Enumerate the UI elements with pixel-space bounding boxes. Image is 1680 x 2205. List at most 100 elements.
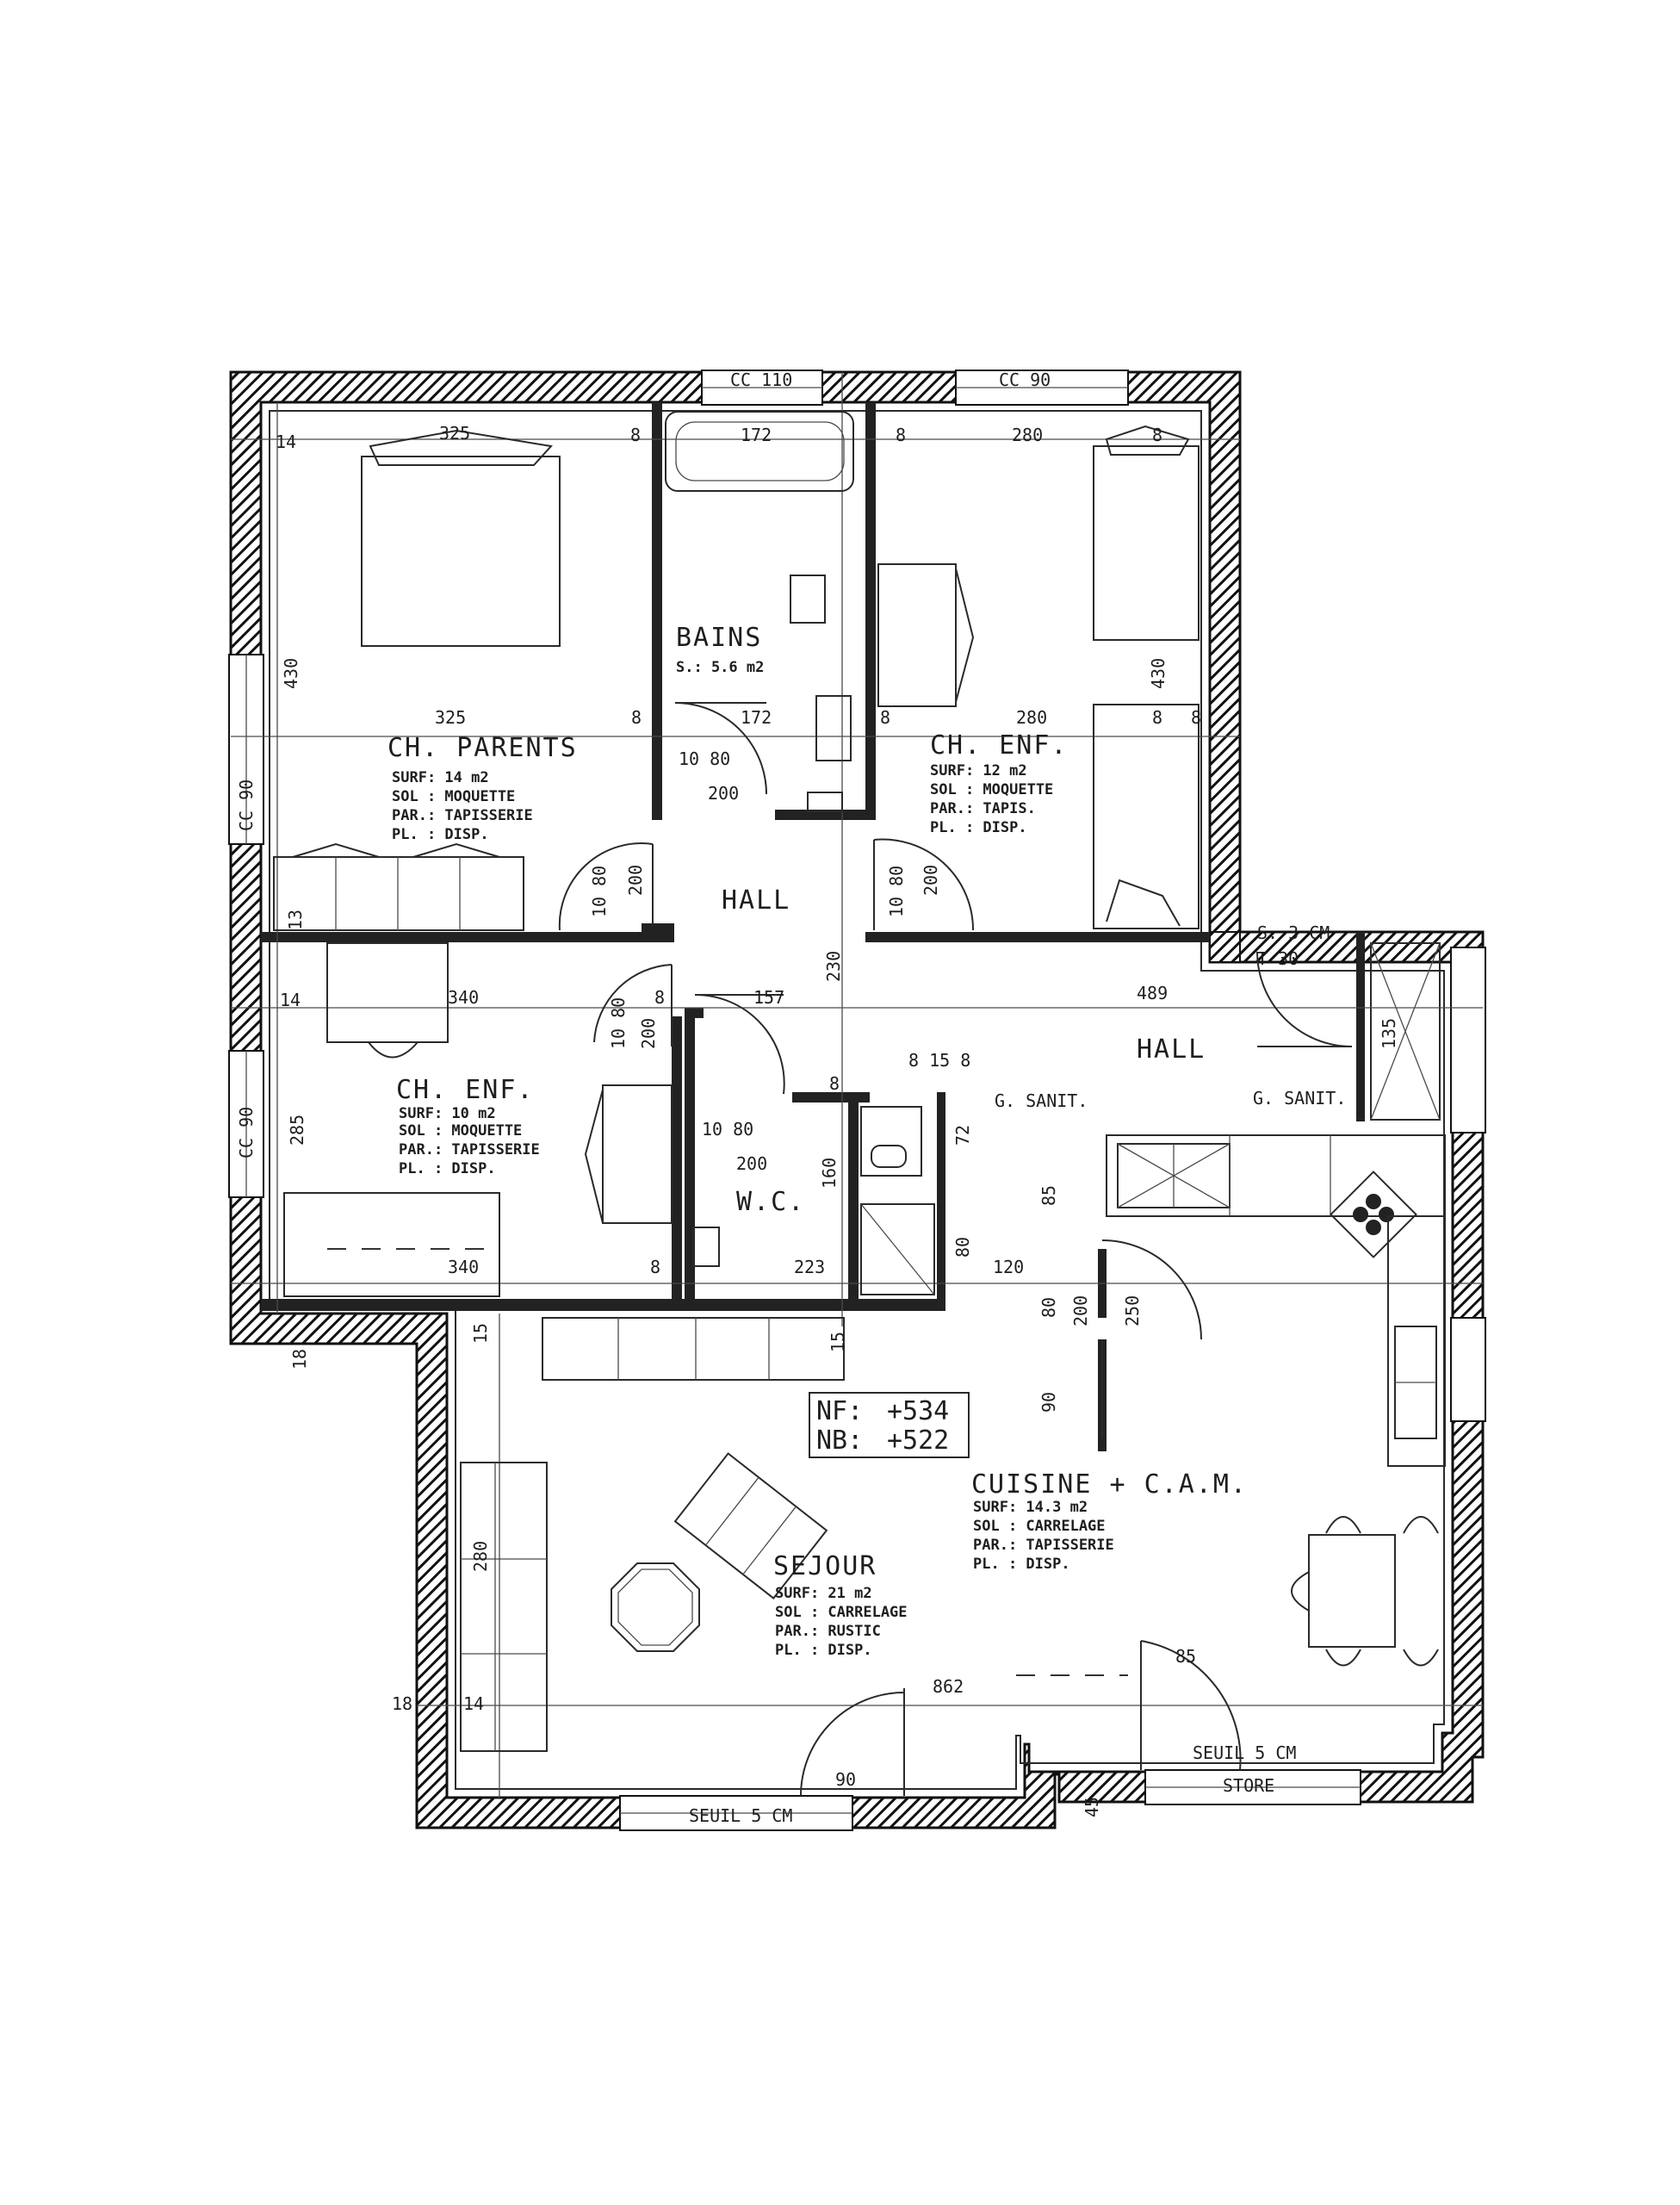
dim: 230 <box>823 951 844 982</box>
misc-labels: CC 110 CC 90 CC 90 CC 90 G. SANIT. G. SA… <box>236 370 1346 1826</box>
kitchen-hob <box>1330 1171 1417 1258</box>
dim: 10 80 <box>886 866 907 917</box>
room-name-sejour: SEJOUR <box>773 1551 877 1581</box>
room-sol-ch-enf-1: SOL : MOQUETTE <box>930 781 1053 798</box>
door-ch-enf-1 <box>873 838 975 931</box>
label-cc90-top: CC 90 <box>999 370 1051 390</box>
dim: 120 <box>993 1257 1024 1277</box>
dim: 72 <box>952 1125 973 1146</box>
armchair <box>673 1452 828 1599</box>
hall-closet <box>1370 942 1441 1121</box>
wall-ch-enf-2-right <box>672 1016 682 1309</box>
windows <box>228 370 1486 1831</box>
dim: 8 <box>1152 425 1162 445</box>
level-nf-value: +534 <box>887 1396 949 1426</box>
wall-shower-right <box>937 1092 945 1299</box>
level-nb-value: +522 <box>887 1425 949 1456</box>
dim: 8 <box>631 707 642 728</box>
label-t30: T 30 <box>1257 948 1299 969</box>
dim: 8 <box>896 425 906 445</box>
dim: 280 <box>470 1541 491 1572</box>
window-right-hall <box>1450 947 1486 1134</box>
door-kitchen-exterior <box>1140 1640 1242 1771</box>
dim: 45 <box>1082 1797 1102 1817</box>
room-par-ch-parents: PAR.: TAPISSERIE <box>392 807 533 824</box>
dim: 8 <box>1152 707 1162 728</box>
door-wc <box>694 993 785 1095</box>
room-pl-ch-enf-2: PL. : DISP. <box>399 1160 496 1177</box>
wall-bath-bottom <box>775 810 876 820</box>
wall-wc-top <box>685 1008 704 1018</box>
label-cc90-left-2: CC 90 <box>236 1107 257 1158</box>
kitchen-counter-top <box>1106 1134 1446 1217</box>
dim: 8 <box>880 707 890 728</box>
window-right-kitchen <box>1450 1317 1486 1422</box>
shower <box>860 1203 935 1295</box>
room-name-wc: W.C. <box>736 1187 805 1217</box>
dim: 430 <box>281 658 301 689</box>
bath-wc <box>807 792 843 812</box>
dim: 8 <box>1191 707 1201 728</box>
wardrobe-parents <box>273 856 524 931</box>
dim: 10 80 <box>608 997 629 1049</box>
room-sol-ch-enf-2: SOL : MOQUETTE <box>399 1122 522 1140</box>
dim: 200 <box>921 865 941 896</box>
dim: 14 <box>276 432 296 452</box>
room-name-ch-parents: CH. PARENTS <box>387 733 578 763</box>
dim: 8 <box>630 425 641 445</box>
dim: 280 <box>1016 707 1047 728</box>
label-seuil-3: S. 3 CM <box>1257 922 1330 943</box>
desk-ch-enf-1 <box>1093 704 1200 929</box>
sofa <box>460 1462 548 1752</box>
room-sol-cuisine: SOL : CARRELAGE <box>973 1518 1106 1535</box>
dim: 280 <box>1012 425 1043 445</box>
door-ch-enf-2 <box>593 964 673 1047</box>
dim: 285 <box>287 1115 307 1146</box>
wall-block <box>1209 931 1241 963</box>
room-name-cuisine: CUISINE + C.A.M. <box>971 1469 1248 1500</box>
dim: 172 <box>741 425 772 445</box>
wall-hall-stub <box>642 923 674 942</box>
wall-ch-enf-bottom <box>865 932 1210 942</box>
label-g-sanit-1: G. SANIT. <box>995 1090 1088 1111</box>
dim: 85 <box>1038 1185 1059 1206</box>
dim: 8 <box>829 1073 840 1094</box>
dim: 223 <box>794 1257 825 1277</box>
dim: 85 <box>1175 1646 1196 1667</box>
room-sol-sejour: SOL : CARRELAGE <box>775 1604 908 1621</box>
doors <box>558 702 1353 1797</box>
room-name-hall-2: HALL <box>1137 1034 1206 1065</box>
dim: 90 <box>1038 1392 1059 1413</box>
dim: 10 80 <box>589 866 610 917</box>
exterior-walls <box>229 370 1485 1829</box>
wall-bath-right <box>865 402 876 820</box>
bed-parents <box>361 456 561 647</box>
room-surf-ch-enf-2: SURF: 10 m2 <box>399 1105 496 1122</box>
dim: 135 <box>1379 1018 1399 1049</box>
room-labels: CH. PARENTS SURF: 14 m2 SOL : MOQUETTE P… <box>387 623 1248 1659</box>
dim: 200 <box>708 783 739 804</box>
room-name-ch-enf-1: CH. ENF. <box>930 730 1069 761</box>
dim: 489 <box>1137 983 1168 1003</box>
dimensions: 14 325 8 172 8 280 8 430 430 325 8 172 8… <box>276 423 1399 1817</box>
dim: 340 <box>448 1257 479 1277</box>
room-pl-sejour: PL. : DISP. <box>775 1642 872 1659</box>
bath-sink <box>790 575 826 624</box>
room-par-sejour: PAR.: RUSTIC <box>775 1623 881 1640</box>
wc-toilet <box>860 1106 922 1177</box>
room-par-cuisine: PAR.: TAPISSERIE <box>973 1537 1114 1554</box>
dim: 160 <box>819 1158 840 1189</box>
room-par-ch-enf-1: PAR.: TAPIS. <box>930 800 1036 817</box>
label-seuil-5-b: SEUIL 5 CM <box>1193 1742 1296 1763</box>
dim: 200 <box>625 865 646 896</box>
dim: 8 <box>650 1257 660 1277</box>
dim: 18 <box>392 1693 412 1714</box>
exterior-wall-outline <box>229 370 1485 1829</box>
wall-closet <box>1356 932 1365 1121</box>
dim: 15 <box>470 1323 491 1344</box>
door-parents <box>558 842 654 931</box>
dim: 200 <box>1070 1295 1091 1326</box>
kitchen-counter-right <box>1387 1215 1446 1467</box>
room-pl-ch-parents: PL. : DISP. <box>392 826 489 843</box>
